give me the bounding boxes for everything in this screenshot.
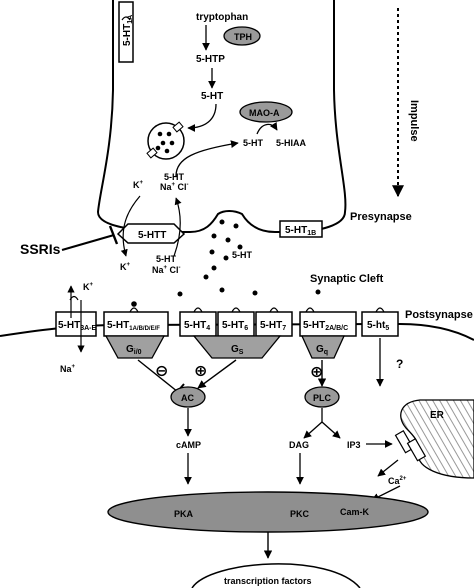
tph-label: TPH [234,32,252,42]
plus-sign-ac: ⊕ [194,363,207,380]
question-mark: ? [396,357,403,371]
transcription-factors-label: transcription factors [224,576,312,586]
calcium-release-arrow [377,459,399,477]
gi-protein [104,335,166,359]
ht5-label: 5-ht5 [367,320,389,332]
released-serotonin-dots [177,219,321,297]
ht3-channel [55,311,97,337]
reuptake-to-vesicle-arrow [175,140,239,177]
ht1b-autoreceptor [279,220,323,238]
ht7-binding-site [269,307,279,313]
vesicle-serotonin-dots [155,131,175,154]
ht-in-arrow [173,197,182,257]
ht6-receptor [217,311,255,337]
camp-label: cAMP [176,440,201,450]
ssri-label: SSRIs [20,241,61,257]
gi-label: Gi/0 [126,344,142,356]
gs-to-ac-arrow [197,359,237,389]
ht1b-label: 5-HT1B [285,225,316,237]
ht4-binding-site [193,307,203,313]
ht1-label: 5-HT1A/B/D/E/F [107,320,160,332]
tph-enzyme [223,26,261,46]
serotonin-transporter [116,223,186,244]
mao-a-enzyme [239,101,293,123]
gs-label: GS [231,344,244,356]
vesicle-transporter-1 [172,121,184,133]
er-label: ER [430,410,445,421]
plc-to-ip3-arrow [321,421,341,439]
mao-product-hiaa: 5-HIAA [276,138,307,148]
protein-kinases [107,491,429,533]
mao-a-label: MAO-A [249,108,280,118]
ht2-binding-site [305,307,315,313]
presynapse-label: Presynapse [350,211,412,223]
ht1-receptor [103,311,169,337]
k-out-arrow [120,195,141,257]
presynaptic-membrane [96,0,347,234]
ions-top-na-cl: Na+ Cl- [160,182,189,192]
ssri-inhibition-bar [108,225,119,245]
ht3-binding-site [69,295,79,301]
htt-label: 5-HTT [138,230,166,241]
ht6-binding-site [231,307,241,313]
mao-a-curved-arrow [256,121,278,135]
minus-sign: ⊖ [155,363,168,380]
pka-label: PKA [174,509,194,519]
adenylyl-cyclase [170,386,206,408]
ions-bottom-na-cl: Na+ Cl- [152,265,181,275]
mao-product-ht: 5-HT [243,138,264,148]
ht-to-vesicle-arrow [187,103,217,132]
impulse-label: Impulse [408,100,420,142]
ht4-label: 5-HT4 [184,320,210,332]
ht2-label: 5-HT2A/B/C [303,320,348,332]
tryptophan-label: tryptophan [196,12,248,23]
ip3-receptor-channel-1 [394,430,415,454]
ht3-label: 5-HT3A-E [58,320,97,332]
ht2-receptor [299,311,357,337]
ip3-label: IP3 [347,440,361,450]
plc-label: PLC [313,393,332,403]
plus-sign-plc: ⊕ [310,364,323,381]
ht7-receptor [255,311,293,337]
ssri-inhibition-line [61,233,115,252]
vesicle-transporter-2 [146,147,158,159]
ht5-binding-site [375,307,385,313]
plc-to-dag-arrow [303,421,323,439]
k-top-label: K+ [133,180,144,190]
k-bottom-label: K+ [120,262,131,272]
nucleus [191,563,361,588]
ions-top-ht: 5-HT [164,172,185,182]
ht1a-label: 5-HT1A [122,15,134,46]
calcium-label: Ca2+ [388,476,407,486]
camk-label: Cam-K [340,507,370,517]
ht-label: 5-HT [201,91,223,102]
gs-protein [192,335,282,359]
phospholipase-c [304,386,340,408]
gq-protein [300,335,346,359]
gi-to-ac-line [137,359,179,393]
postsynapse-label: Postsynapse [405,309,473,321]
ht6-label: 5-HT6 [222,320,248,332]
ht1-bound-serotonin [131,301,137,307]
pkc-label: PKC [290,509,310,519]
ht7-label: 5-HT7 [260,320,286,332]
released-ht-label: 5-HT [232,250,253,260]
ht1-binding-site [129,307,139,313]
ac-label: AC [181,393,194,403]
gq-label: Gq [316,344,328,356]
ht1a-binding-site [121,16,131,21]
ions-bottom-ht: 5-HT [156,254,177,264]
k-post-label: K+ [83,282,94,292]
na-post-label: Na+ [60,364,76,374]
dag-label: DAG [289,440,309,450]
ht5-receptor [361,311,399,337]
ip3-receptor-channel-2 [406,438,427,462]
synaptic-cleft-label: Synaptic Cleft [310,273,384,285]
ht1a-autoreceptor [118,1,134,63]
htp-label: 5-HTP [196,54,225,65]
